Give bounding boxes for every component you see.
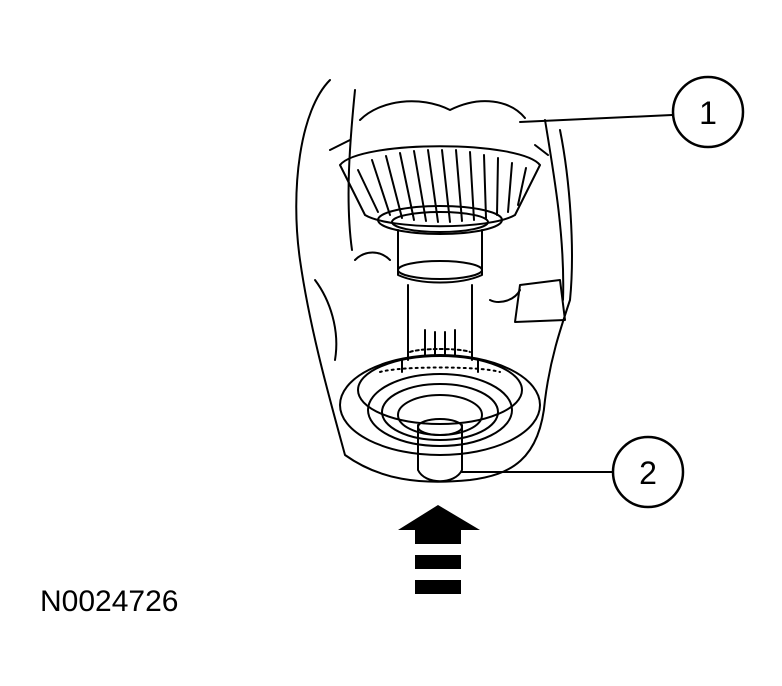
housing-inner-line-left — [347, 89, 356, 251]
housing-contour — [489, 289, 521, 303]
callout-2: 2 — [611, 435, 685, 509]
housing-contour — [329, 139, 351, 151]
callout-2-number: 2 — [639, 455, 657, 491]
output-shaft — [397, 229, 483, 361]
housing-contour — [534, 144, 549, 156]
up-arrow-icon — [398, 505, 480, 594]
housing-contour — [314, 279, 338, 361]
callout-1-leader — [519, 114, 673, 123]
tapered-roller-bearing — [339, 145, 541, 235]
housing-contour — [354, 251, 391, 261]
callout-1-number: 1 — [699, 95, 717, 131]
housing-contour — [359, 100, 526, 121]
housing-contour — [514, 279, 566, 323]
housing-inner-line-right — [544, 119, 565, 301]
figure-code: N0024726 — [40, 585, 179, 618]
housing-outline — [295, 79, 573, 483]
lower-bearing-race — [339, 348, 541, 456]
shaft-pilot-end — [417, 418, 463, 483]
callout-1: 1 — [671, 75, 745, 149]
